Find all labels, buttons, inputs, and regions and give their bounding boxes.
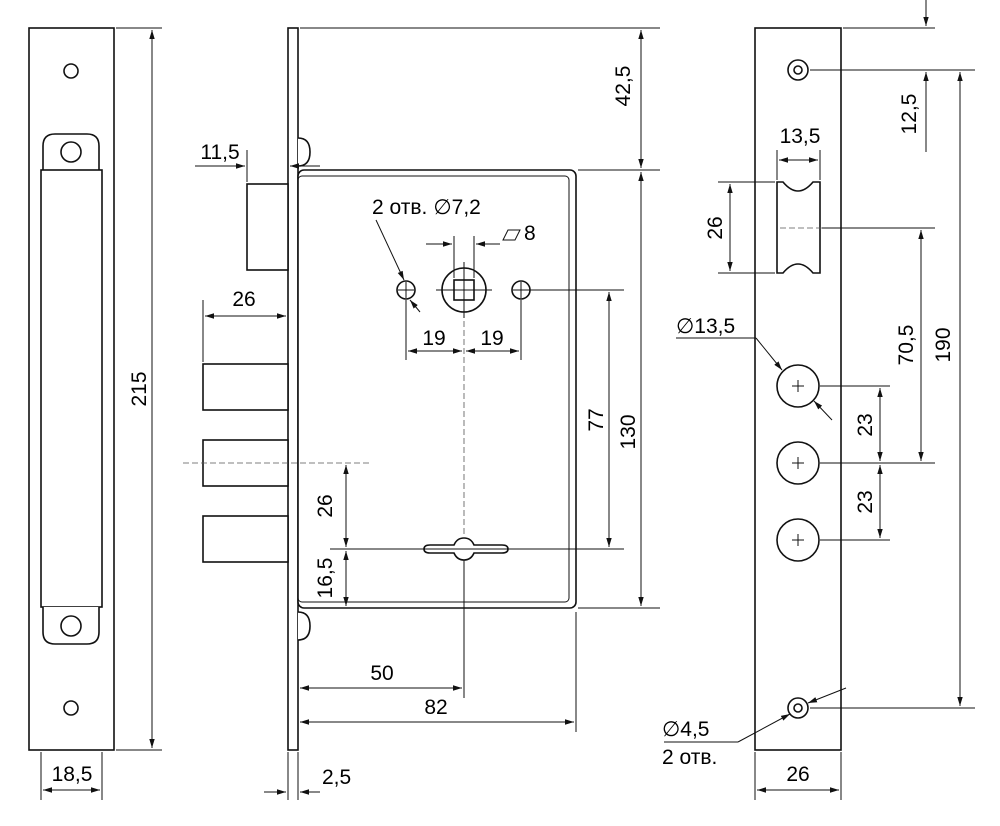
deadbolt-1 xyxy=(202,363,289,411)
dim-bolt-spacing: 26 xyxy=(314,494,337,517)
note-holes: 2 отв. ∅7,2 xyxy=(372,196,481,219)
dim-strike-width: 18,5 xyxy=(52,763,93,786)
strike-recess xyxy=(40,169,103,608)
note-holes-count: 2 отв. xyxy=(372,196,427,219)
latch-bolt xyxy=(246,183,289,271)
faceplate-front-view: 12,5 13,5 26 ∅13,5 70,5 190 23 23 ∅4,5 xyxy=(662,0,975,800)
dim-hole-spacing-left: 19 xyxy=(422,327,445,350)
lock-case-inner xyxy=(297,175,570,603)
deadbolt-3 xyxy=(202,515,289,563)
dim-latch-to-bolt: 70,5 xyxy=(895,325,918,366)
lock-body-view: 11,5 26 42,5 130 77 2 отв. ∅7,2 8 xyxy=(183,27,660,800)
dim-screw-diameter: ∅4,5 xyxy=(662,718,710,741)
dim-top-offset: 42,5 xyxy=(612,66,635,107)
dim-spindle-to-keyhole: 77 xyxy=(585,408,608,431)
strike-screw-hole-top xyxy=(63,63,79,79)
strike-bracket-hole-bottom xyxy=(60,615,82,637)
square-symbol xyxy=(502,229,521,241)
dim-hole-spacing-right: 19 xyxy=(480,327,503,350)
dim-faceplate-offset: 11,5 xyxy=(200,141,239,164)
dim-case-depth: 82 xyxy=(424,696,447,719)
strike-plate-view: 215 18,5 xyxy=(28,27,162,800)
faceplate-screw-bottom-inner xyxy=(793,703,803,713)
dim-plate-thickness: 2,5 xyxy=(322,766,351,789)
note-holes-diameter: ∅7,2 xyxy=(433,196,481,219)
faceplate-screw-top-inner xyxy=(793,65,803,75)
dim-plate-top-offset: 12,5 xyxy=(898,94,921,135)
dim-screw-spacing: 190 xyxy=(932,327,955,362)
dim-bolt-hole-pitch-1: 23 xyxy=(854,413,877,436)
dim-bolt-projection: 26 xyxy=(232,288,255,311)
dim-bolt-hole-diameter: ∅13,5 xyxy=(676,315,735,338)
dim-latch-height: 26 xyxy=(704,216,727,239)
dim-keyhole-to-bottom: 16,5 xyxy=(314,558,337,599)
strike-bracket-hole-top xyxy=(60,141,82,163)
dim-backset: 50 xyxy=(370,662,393,685)
dim-case-height: 130 xyxy=(617,414,640,449)
dim-faceplate-width: 26 xyxy=(786,763,809,786)
latch-opening xyxy=(776,181,821,274)
case-tab-top xyxy=(297,137,311,167)
dim-bolt-hole-pitch-2: 23 xyxy=(854,490,877,513)
note-screw-holes: 2 отв. xyxy=(662,746,717,769)
lock-faceplate xyxy=(287,27,299,751)
dim-latch-width: 13,5 xyxy=(780,125,821,148)
strike-screw-hole-bottom xyxy=(63,700,79,716)
case-tab-bottom xyxy=(297,611,311,641)
dim-strike-height: 215 xyxy=(128,371,151,406)
dim-square-spindle: 8 xyxy=(524,222,536,245)
